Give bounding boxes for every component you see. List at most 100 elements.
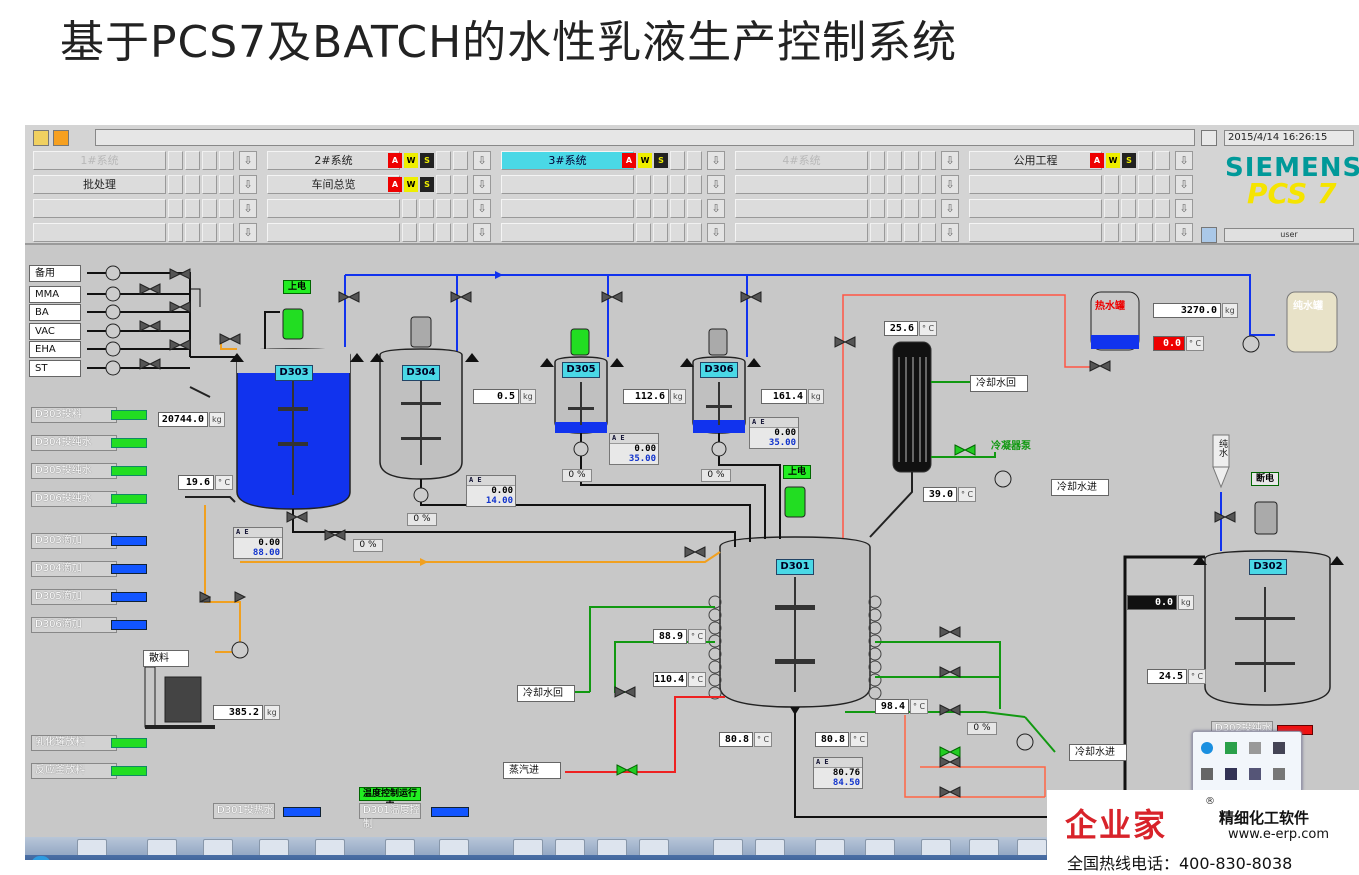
sub-button[interactable]: [887, 151, 902, 170]
area-down-arrow-icon[interactable]: ⇩: [473, 175, 491, 194]
d303-temp: 19.6: [178, 475, 214, 490]
d302-power-status: 断电: [1251, 472, 1279, 486]
area-button-4[interactable]: 4#系统: [735, 151, 868, 170]
area-button-1[interactable]: 1#系统: [33, 151, 166, 170]
sub-button[interactable]: [453, 175, 468, 194]
sub-button[interactable]: [1138, 151, 1153, 170]
sub-button[interactable]: [687, 151, 702, 170]
logo-registered: ®: [1205, 796, 1215, 807]
tank-d306-label[interactable]: D306: [700, 362, 738, 378]
area-down-arrow-icon[interactable]: ⇩: [473, 199, 491, 218]
pure-water-label: 纯水: [1217, 439, 1227, 457]
left-action-label[interactable]: D303投料: [31, 407, 117, 423]
area-down-arrow-icon[interactable]: ⇩: [707, 175, 725, 194]
area-down-arrow-icon[interactable]: ⇩: [1175, 175, 1193, 194]
sub-button[interactable]: [453, 151, 468, 170]
area-down-arrow-icon[interactable]: ⇩: [941, 151, 959, 170]
app-icon[interactable]: [1249, 742, 1261, 754]
sub-button[interactable]: [219, 151, 234, 170]
sub-button[interactable]: [436, 175, 451, 194]
left-action-label[interactable]: D306投纯水: [31, 491, 117, 507]
tank-d302-label[interactable]: D302: [1249, 559, 1287, 575]
left-action-label[interactable]: D304滴加: [31, 561, 117, 577]
area-down-arrow-icon[interactable]: ⇩: [239, 175, 257, 194]
tank-d304-label[interactable]: D304: [402, 365, 440, 381]
ie-icon[interactable]: [1201, 742, 1213, 754]
d301-controller[interactable]: A E 80.76 84.50: [813, 757, 863, 789]
sub-button[interactable]: [1155, 151, 1170, 170]
area-button-workshop[interactable]: 车间总览: [267, 175, 400, 194]
tank-d305-label[interactable]: D305: [562, 362, 600, 378]
hot-water-weight-unit: kg: [1222, 303, 1238, 318]
left-action-label[interactable]: D304投纯水: [31, 435, 117, 451]
area-button-3[interactable]: 3#系统: [501, 151, 634, 170]
process-diagram: 备用 MMA BA VAC EHA ST D303 D304 D305 D306…: [25, 247, 1359, 837]
area-button-utilities[interactable]: 公用工程: [969, 151, 1102, 170]
d304-controller[interactable]: A E 0.00 14.00: [466, 475, 516, 507]
sub-button[interactable]: [436, 151, 451, 170]
app-icon[interactable]: [1225, 768, 1237, 780]
area-down-arrow-icon[interactable]: ⇩: [941, 199, 959, 218]
jacket-temp-1: 88.9: [653, 629, 687, 644]
d303-controller[interactable]: A E 0.00 88.00: [233, 527, 283, 559]
area-down-arrow-icon[interactable]: ⇩: [239, 223, 257, 242]
app-icon[interactable]: [1201, 768, 1213, 780]
app-icon[interactable]: [1249, 768, 1261, 780]
area-down-arrow-icon[interactable]: ⇩: [941, 223, 959, 242]
left-action-label[interactable]: D305投纯水: [31, 463, 117, 479]
area-button-batch[interactable]: 批处理: [33, 175, 166, 194]
folder-icon[interactable]: [33, 130, 49, 146]
sub-button[interactable]: [168, 175, 183, 194]
left-action-label[interactable]: D303滴加: [31, 533, 117, 549]
sub-button[interactable]: [168, 151, 183, 170]
sub-button[interactable]: [219, 175, 234, 194]
company-logo-overlay: 企业家 ® 精细化工软件 www.e-erp.com 全国热线电话：400-83…: [1047, 790, 1359, 875]
start-icon[interactable]: [31, 856, 51, 860]
tray-popup[interactable]: [1192, 731, 1302, 793]
area-down-arrow-icon[interactable]: ⇩: [239, 151, 257, 170]
area-down-arrow-icon[interactable]: ⇩: [1175, 151, 1193, 170]
area-down-arrow-icon[interactable]: ⇩: [239, 199, 257, 218]
temp-unit: ° C: [910, 699, 929, 714]
sub-button[interactable]: [202, 151, 217, 170]
area-down-arrow-icon[interactable]: ⇩: [707, 223, 725, 242]
d301-hot-water-label[interactable]: D301投热水: [213, 803, 275, 819]
left-action-label[interactable]: D306滴加: [31, 617, 117, 633]
left-action-label[interactable]: 反应釜放料: [31, 763, 117, 779]
area-down-arrow-icon[interactable]: ⇩: [1175, 223, 1193, 242]
tank-d301-label[interactable]: D301: [776, 559, 814, 575]
d301-power-status: 上电: [783, 465, 811, 479]
sub-button[interactable]: [904, 151, 919, 170]
area-down-arrow-icon[interactable]: ⇩: [1175, 199, 1193, 218]
sub-button[interactable]: [921, 151, 936, 170]
d306-valve-percent: 0 %: [701, 469, 731, 482]
d306-controller[interactable]: A E 0.00 35.00: [749, 417, 799, 449]
app-icon[interactable]: [1273, 742, 1285, 754]
calendar-icon[interactable]: [1201, 130, 1217, 146]
area-down-arrow-icon[interactable]: ⇩: [707, 199, 725, 218]
message-line[interactable]: [95, 129, 1195, 146]
monitor-icon[interactable]: [1201, 227, 1217, 243]
d301-temp-control-label[interactable]: D301温度控制: [359, 803, 421, 830]
app-icon[interactable]: [1225, 742, 1237, 754]
area-button-2[interactable]: 2#系统: [267, 151, 400, 170]
sub-button[interactable]: [870, 151, 885, 170]
d304-valve-percent: 0 %: [407, 513, 437, 526]
app-icon[interactable]: [1273, 768, 1285, 780]
alarm-a-indicator: A: [622, 153, 636, 168]
area-down-arrow-icon[interactable]: ⇩: [707, 151, 725, 170]
sub-button[interactable]: [185, 175, 200, 194]
alarm-warning-icon[interactable]: [53, 130, 69, 146]
sub-button[interactable]: [202, 175, 217, 194]
area-down-arrow-icon[interactable]: ⇩: [473, 223, 491, 242]
status-bar-green: [111, 438, 147, 448]
status-bar-green: [111, 494, 147, 504]
sub-button[interactable]: [670, 151, 685, 170]
area-down-arrow-icon[interactable]: ⇩: [941, 175, 959, 194]
sub-button[interactable]: [185, 151, 200, 170]
left-action-label[interactable]: 乳化罐放料: [31, 735, 117, 751]
tank-d303-label[interactable]: D303: [275, 365, 313, 381]
d305-controller[interactable]: A E 0.00 35.00: [609, 433, 659, 465]
area-down-arrow-icon[interactable]: ⇩: [473, 151, 491, 170]
left-action-label[interactable]: D305滴加: [31, 589, 117, 605]
